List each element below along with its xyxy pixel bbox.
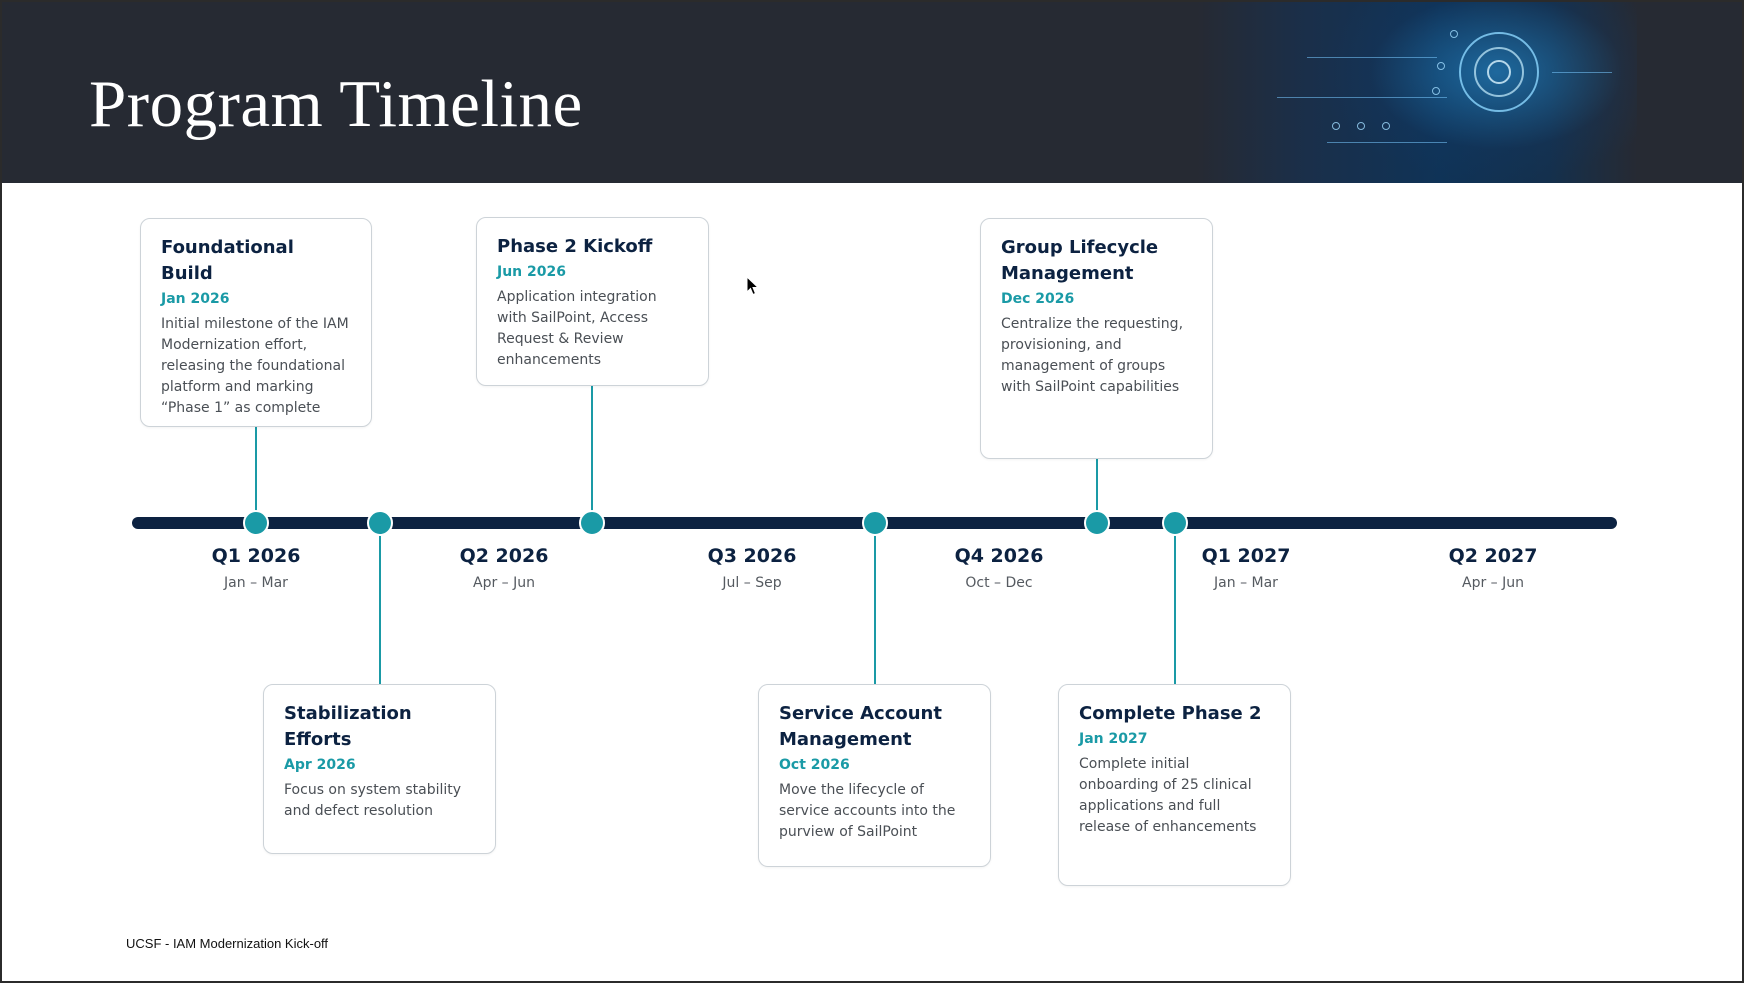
milestone-card: Phase 2 Kickoff Jun 2026 Application int… bbox=[476, 217, 709, 386]
hud-line bbox=[1277, 97, 1447, 98]
quarter-range: Oct – Dec bbox=[965, 575, 1033, 591]
quarter-label: Q2 2026 bbox=[459, 545, 549, 567]
milestone-card: Group Lifecycle Management Dec 2026 Cent… bbox=[980, 218, 1213, 459]
slide-title: Program Timeline bbox=[89, 67, 583, 141]
quarter-range: Apr – Jun bbox=[473, 575, 535, 591]
hud-icon bbox=[1450, 30, 1458, 38]
header-banner: Program Timeline bbox=[2, 2, 1742, 183]
quarter-range: Jul – Sep bbox=[722, 575, 782, 591]
quarter-label: Q2 2027 bbox=[1448, 545, 1538, 567]
quarter-label: Q1 2027 bbox=[1201, 545, 1291, 567]
hud-icon bbox=[1357, 122, 1365, 130]
milestone-dot bbox=[862, 510, 888, 536]
milestone-title: Service Account Management bbox=[779, 703, 942, 750]
hud-line bbox=[1307, 57, 1437, 58]
milestone-date: Jan 2027 bbox=[1079, 731, 1148, 747]
hud-icon bbox=[1382, 122, 1390, 130]
fingerprint-security-icon bbox=[1197, 2, 1637, 183]
quarter-label: Q1 2026 bbox=[211, 545, 301, 567]
milestone-connector bbox=[379, 522, 381, 684]
hud-line bbox=[1552, 72, 1612, 73]
milestone-card: Complete Phase 2 Jan 2027 Complete initi… bbox=[1058, 684, 1291, 886]
milestone-dot bbox=[1162, 510, 1188, 536]
milestone-description: Initial milestone of the IAM Modernizati… bbox=[161, 316, 349, 416]
quarter-label: Q4 2026 bbox=[954, 545, 1044, 567]
milestone-dot bbox=[243, 510, 269, 536]
quarter-label: Q3 2026 bbox=[707, 545, 797, 567]
milestone-description: Application integration with SailPoint, … bbox=[497, 289, 657, 368]
milestone-title: Foundational Build bbox=[161, 237, 294, 284]
milestone-card: Stabilization Efforts Apr 2026 Focus on … bbox=[263, 684, 496, 854]
milestone-title: Stabilization Efforts bbox=[284, 703, 412, 750]
milestone-date: Apr 2026 bbox=[284, 757, 356, 773]
hud-line bbox=[1327, 142, 1447, 143]
quarter-range: Apr – Jun bbox=[1462, 575, 1524, 591]
milestone-dot bbox=[367, 510, 393, 536]
fingerprint-core bbox=[1487, 60, 1511, 84]
hud-icon bbox=[1437, 62, 1445, 70]
milestone-connector bbox=[255, 427, 257, 522]
milestone-dot bbox=[579, 510, 605, 536]
lock-icon bbox=[1332, 122, 1340, 130]
milestone-title: Phase 2 Kickoff bbox=[497, 236, 653, 257]
milestone-description: Centralize the requesting, provisioning,… bbox=[1001, 316, 1184, 395]
milestone-description: Focus on system stability and defect res… bbox=[284, 782, 462, 819]
milestone-title: Group Lifecycle Management bbox=[1001, 237, 1159, 284]
fingerprint-ring-inner bbox=[1474, 47, 1524, 97]
milestone-date: Oct 2026 bbox=[779, 757, 850, 773]
milestone-date: Jan 2026 bbox=[161, 291, 230, 307]
milestone-connector bbox=[1096, 459, 1098, 522]
milestone-description: Move the lifecycle of service accounts i… bbox=[779, 782, 956, 840]
slide-footer: UCSF - IAM Modernization Kick-off bbox=[126, 936, 329, 951]
quarter-range: Jan – Mar bbox=[1214, 575, 1278, 591]
mouse-cursor-icon bbox=[746, 276, 760, 296]
milestone-date: Jun 2026 bbox=[497, 264, 566, 280]
milestone-connector bbox=[1174, 522, 1176, 684]
milestone-connector bbox=[874, 522, 876, 684]
milestone-date: Dec 2026 bbox=[1001, 291, 1075, 307]
milestone-title: Complete Phase 2 bbox=[1079, 703, 1262, 724]
milestone-connector bbox=[591, 386, 593, 522]
milestone-card: Service Account Management Oct 2026 Move… bbox=[758, 684, 991, 867]
milestone-dot bbox=[1084, 510, 1110, 536]
milestone-card: Foundational Build Jan 2026 Initial mile… bbox=[140, 218, 372, 427]
milestone-description: Complete initial onboarding of 25 clinic… bbox=[1079, 756, 1257, 835]
fingerprint-ring-outer bbox=[1459, 32, 1539, 112]
hud-icon bbox=[1432, 87, 1440, 95]
quarter-range: Jan – Mar bbox=[224, 575, 288, 591]
